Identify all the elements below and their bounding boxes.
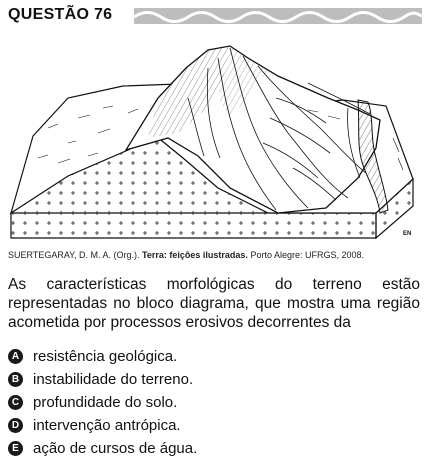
question-title: QUESTÃO 76 (8, 6, 113, 23)
figure-signature: EN (403, 231, 411, 237)
answer-options: A resistência geológica. B instabilidade… (8, 345, 197, 460)
block-diagram-illustration: EN (9, 45, 414, 240)
erosion-lines (187, 47, 371, 211)
option-d-badge: D (8, 418, 23, 433)
question-stem: As características morfológicas do terre… (8, 276, 420, 331)
figure-caption: SUERTEGARAY, D. M. A. (Org.). Terra: fei… (8, 250, 422, 260)
caption-publisher: Porto Alegre: UFRGS, 2008. (250, 250, 365, 260)
wave-decoration (134, 8, 422, 24)
option-a-badge: A (8, 349, 23, 364)
option-e[interactable]: E ação de cursos de água. (8, 437, 197, 460)
caption-authors: SUERTEGARAY, D. M. A. (Org.). (8, 250, 140, 260)
option-b-text: instabilidade do terreno. (33, 371, 194, 388)
option-b[interactable]: B instabilidade do terreno. (8, 368, 197, 391)
option-a[interactable]: A resistência geológica. (8, 345, 197, 368)
option-c-badge: C (8, 395, 23, 410)
option-a-text: resistência geológica. (33, 348, 178, 365)
option-d-text: intervenção antrópica. (33, 417, 181, 434)
question-header: QUESTÃO 76 (8, 6, 422, 28)
option-c[interactable]: C profundidade do solo. (8, 391, 197, 414)
block-front-face (10, 212, 377, 239)
option-e-text: ação de cursos de água. (33, 440, 198, 457)
option-c-text: profundidade do solo. (33, 394, 178, 411)
river-valley (357, 99, 389, 214)
option-e-badge: E (8, 441, 23, 456)
option-d[interactable]: D intervenção antrópica. (8, 414, 197, 437)
option-b-badge: B (8, 372, 23, 387)
caption-title: Terra: feições ilustradas. (142, 250, 248, 260)
